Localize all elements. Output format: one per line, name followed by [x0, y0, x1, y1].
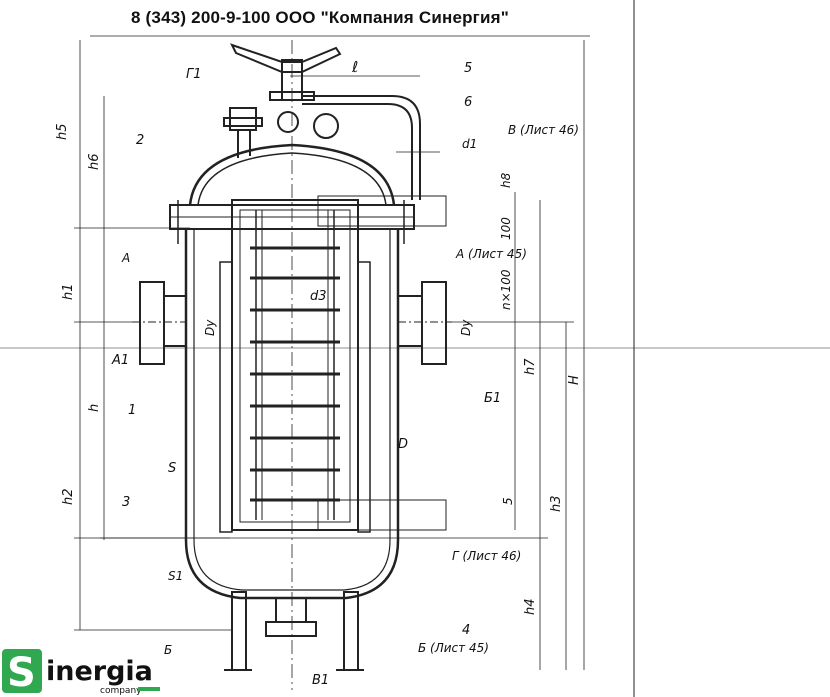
- label-S1: S1: [168, 569, 183, 583]
- label-h2: h2: [61, 488, 76, 505]
- label-h1: h1: [61, 283, 76, 300]
- label-a1: А1: [111, 353, 129, 368]
- svg-text:inergia: inergia: [46, 656, 153, 687]
- dimensions-right: [90, 35, 590, 670]
- label-pos-2: 2: [136, 133, 144, 148]
- label-d1: d1: [462, 137, 477, 151]
- label-view-v-sheet46: В (Лист 46): [508, 123, 579, 137]
- label-view-b: Б: [164, 643, 172, 657]
- label-pos-5: 5: [464, 61, 472, 76]
- label-dy-left: Dy: [203, 319, 217, 336]
- label-pos-1: 1: [128, 403, 136, 418]
- cartridge-guide-right: [357, 261, 371, 533]
- nozzle-b1: [397, 281, 452, 365]
- label-g1: Г1: [186, 67, 202, 82]
- cartridge-guide-left: [219, 261, 233, 533]
- label-l: ℓ: [351, 58, 358, 76]
- label-S: S: [168, 461, 176, 476]
- wing-nut-handle: [230, 43, 342, 139]
- label-b1: Б1: [484, 391, 501, 406]
- label-100: 100: [499, 217, 513, 240]
- label-pos-3: 3: [122, 495, 130, 510]
- label-h6: h6: [87, 153, 102, 170]
- label-d3: d3: [310, 289, 327, 304]
- svg-text:company: company: [100, 686, 142, 696]
- nozzle-v1: [265, 597, 317, 637]
- label-H: H: [567, 375, 582, 385]
- label-dy-right: Dy: [459, 319, 473, 336]
- svg-text:S: S: [7, 650, 36, 696]
- label-pos-4: 4: [462, 623, 470, 638]
- label-view-g-sheet46: Г (Лист 46): [452, 549, 521, 563]
- label-h7: h7: [523, 358, 538, 375]
- label-pos-6: 6: [464, 95, 472, 110]
- top-cover-dome: [188, 143, 396, 206]
- label-h5: h5: [55, 123, 70, 140]
- label-view-b-sheet45: Б (Лист 45): [418, 641, 489, 655]
- label-h8: h8: [499, 172, 513, 188]
- label-h4: h4: [523, 598, 538, 615]
- label-view-a-sheet45: А (Лист 45): [455, 247, 527, 261]
- nozzle-a1: [132, 281, 187, 365]
- label-h: h: [87, 404, 102, 412]
- label-h3: h3: [549, 495, 564, 512]
- sinergia-logo: S inergia company: [2, 649, 160, 696]
- support-legs: [224, 591, 364, 671]
- label-n-x-100: n×100: [499, 269, 513, 310]
- cartridge-plates: [250, 246, 340, 502]
- label-5: 5: [501, 497, 515, 505]
- label-v1: В1: [312, 673, 329, 688]
- nozzle-g1: [223, 107, 263, 158]
- label-view-a: А: [121, 251, 130, 265]
- label-D: D: [398, 437, 408, 452]
- bypass-pipe: [302, 95, 421, 200]
- page-title: 8 (343) 200-9-100 ООО "Компания Синергия…: [130, 8, 509, 27]
